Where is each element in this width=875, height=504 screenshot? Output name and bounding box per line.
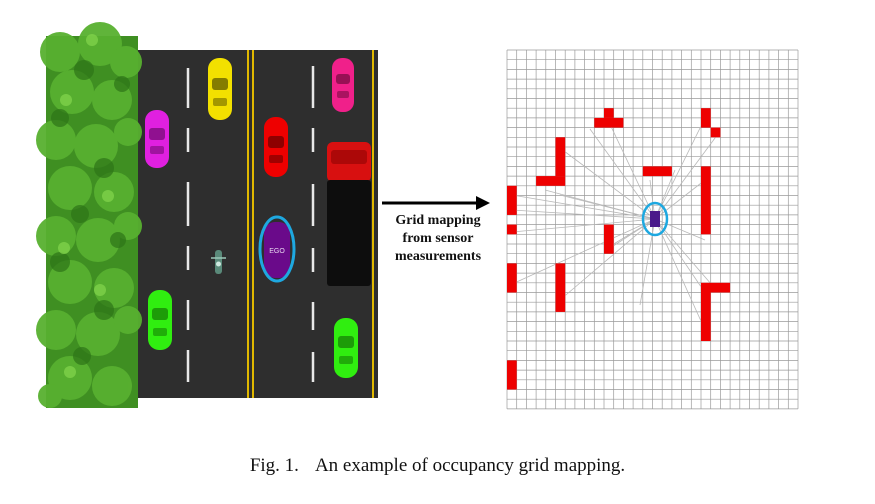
sensor-ray — [654, 218, 711, 301]
occupied-cell — [642, 166, 672, 177]
ego-label: EGO — [269, 248, 285, 255]
sensor-ray — [654, 218, 719, 293]
occupied-cell — [507, 263, 517, 293]
occupied-cell — [594, 117, 624, 128]
occupied-cell — [710, 127, 721, 138]
grid-ego — [641, 201, 669, 237]
sensor-ray — [654, 117, 706, 220]
occupied-cell — [507, 224, 517, 235]
sensor-ray — [654, 169, 676, 220]
occupied-cell — [555, 263, 566, 312]
sensor-ray — [511, 218, 656, 233]
magenta-car — [145, 110, 169, 168]
arrow-label: Grid mapping from sensor measurements — [378, 212, 498, 266]
roadside-trees — [36, 22, 142, 408]
arrow-label-line-2: from sensor — [402, 231, 474, 246]
occupied-cells — [507, 108, 731, 390]
motorcycle — [211, 250, 226, 274]
occupied-cell — [604, 224, 614, 254]
ego-car: EGO — [258, 215, 296, 283]
red-car — [264, 117, 288, 177]
grid-lines — [506, 49, 799, 410]
green-car-right — [334, 318, 358, 378]
sensor-ray — [654, 218, 706, 241]
occupied-cell — [536, 176, 566, 186]
sensor-ray — [511, 209, 656, 220]
caption-label: Fig. 1. — [249, 455, 299, 476]
occupied-cell — [507, 360, 517, 390]
sensor-ray — [559, 218, 656, 301]
occupied-cell — [701, 108, 711, 128]
sensor-ray — [509, 218, 656, 286]
green-car-left — [148, 290, 172, 350]
grid-ego-cell — [650, 211, 660, 227]
mapping-arrow — [382, 196, 490, 210]
occupancy-grid — [506, 49, 799, 410]
grid-ego-highlight-ring — [641, 201, 669, 237]
sensor-ray — [606, 117, 656, 220]
sensor-ray — [559, 194, 656, 220]
sensor-ray — [639, 218, 656, 306]
sensor-rays — [509, 117, 719, 331]
caption-text: An example of occupancy grid mapping. — [314, 455, 626, 476]
ego-highlight-ring — [258, 215, 296, 283]
pink-car — [332, 58, 354, 112]
figure-caption: Fig. 1. An example of occupancy grid mapp… — [0, 455, 875, 477]
occupied-cell — [701, 282, 731, 293]
yellow-car — [208, 58, 232, 120]
occupied-cell — [555, 137, 566, 177]
sensor-ray — [559, 147, 656, 220]
sensor-ray — [589, 128, 656, 220]
occupied-cell — [507, 185, 517, 215]
occupied-cell — [701, 292, 711, 341]
sensor-ray — [654, 218, 706, 331]
arrow-label-line-1: Grid mapping — [395, 213, 481, 228]
sensor-ray — [654, 179, 706, 220]
road-scene: EGO — [36, 22, 378, 408]
occupied-cell — [604, 108, 614, 118]
arrow-label-line-3: measurements — [394, 249, 482, 264]
occupied-cell — [701, 166, 711, 235]
sensor-ray — [654, 133, 719, 220]
truck — [327, 142, 371, 286]
sensor-ray — [611, 218, 656, 246]
sensor-ray — [511, 194, 656, 220]
